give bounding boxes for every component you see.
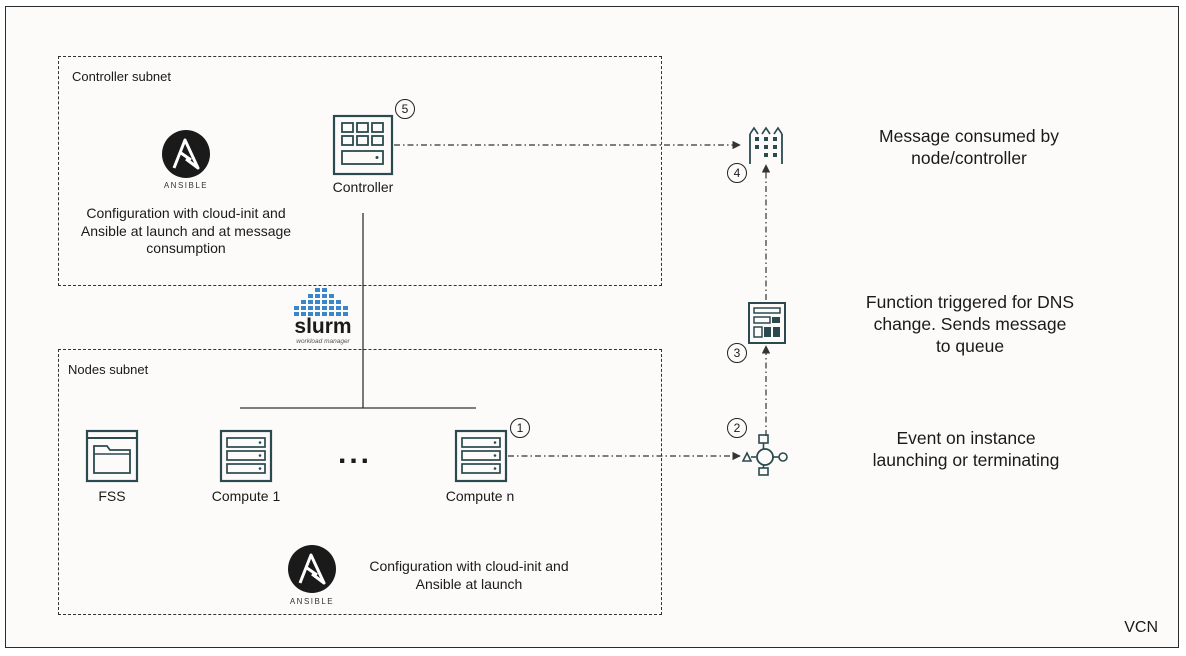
compute-ellipsis: ...: [337, 437, 372, 470]
controller-label: Controller: [332, 179, 394, 195]
ansible-logo-nodes: ANSIBLE: [288, 545, 336, 606]
events-badge: 2: [727, 418, 747, 438]
compute-n-server-icon: [454, 429, 508, 483]
compute-n-badge: 1: [510, 418, 530, 438]
events-service-icon: [741, 434, 788, 476]
compute-n-label: Compute n: [445, 488, 515, 504]
function-service-icon: [748, 302, 786, 344]
controller-config-text: Configuration with cloud-init and Ansibl…: [80, 205, 292, 256]
compute-1-server-icon: [219, 429, 273, 483]
vcn-boundary: VCN: [5, 6, 1179, 648]
vcn-label: VCN: [1124, 619, 1158, 636]
nodes-subnet: Nodes subnet: [58, 349, 662, 615]
slurm-logo-tagline: workload manager: [296, 338, 350, 345]
function-badge: 3: [727, 343, 747, 363]
slurm-logo: slurm workload manager: [294, 288, 352, 345]
slurm-logo-name: slurm: [294, 315, 351, 338]
fss-folder-icon: [85, 429, 139, 483]
function-description: Function triggered for DNS change. Sends…: [865, 292, 1075, 357]
nodes-config-text: Configuration with cloud-init and Ansibl…: [369, 558, 569, 592]
controller-badge: 5: [395, 99, 415, 119]
ansible-logo-text: ANSIBLE: [164, 181, 208, 190]
ansible-logo-controller: ANSIBLE: [162, 130, 210, 190]
controller-subnet-title: Controller subnet: [72, 69, 171, 84]
slurm-logo-mark: [294, 288, 348, 316]
controller-icon: [332, 114, 394, 176]
event-description: Event on instance launching or terminati…: [872, 428, 1060, 471]
queue-badge: 4: [727, 163, 747, 183]
queue-service-icon: [749, 126, 783, 164]
ansible-logo-text: ANSIBLE: [290, 597, 334, 606]
compute-1-label: Compute 1: [211, 488, 281, 504]
nodes-subnet-title: Nodes subnet: [68, 362, 149, 377]
fss-label: FSS: [98, 488, 126, 504]
controller-subnet: Controller subnet: [58, 56, 662, 286]
queue-description: Message consumed by node/controller: [879, 126, 1059, 169]
